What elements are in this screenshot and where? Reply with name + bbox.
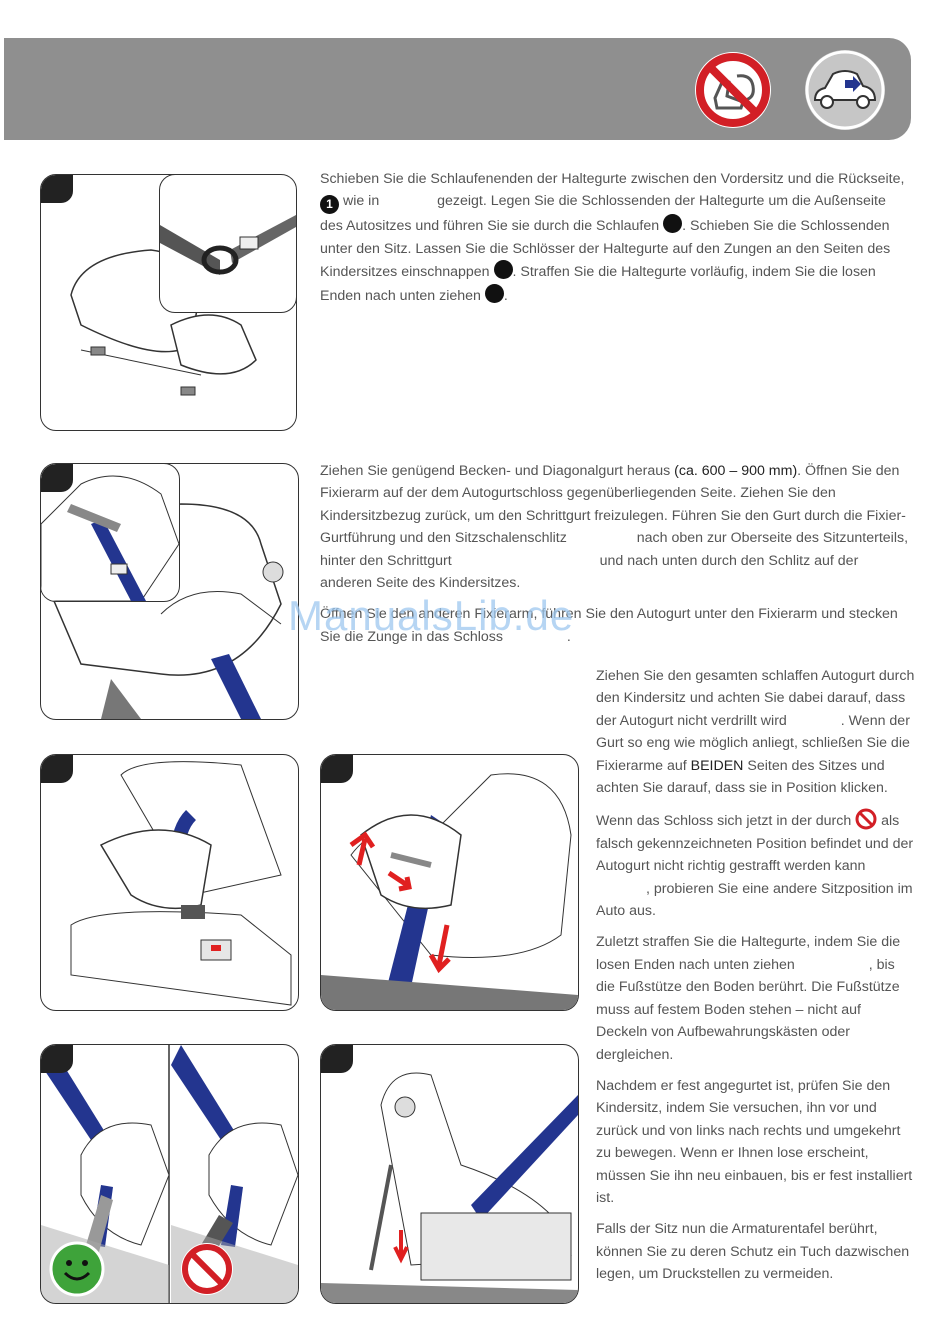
step-ref-1: 1 bbox=[320, 195, 339, 215]
step2-text: Ziehen Sie genügend Becken- und Diagonal… bbox=[320, 463, 909, 645]
step-ref-dot bbox=[663, 214, 683, 234]
step1-illustration bbox=[40, 174, 297, 431]
incorrect-prohibited-icon bbox=[179, 1241, 235, 1297]
step1-detail-inset bbox=[159, 175, 296, 313]
prohibited-icon bbox=[855, 808, 877, 830]
step4-illustration bbox=[320, 754, 579, 1011]
step-number-tab bbox=[41, 755, 73, 783]
step-number-tab bbox=[321, 1045, 353, 1073]
step6-illustration bbox=[320, 1044, 579, 1304]
step2-illustration bbox=[40, 463, 299, 720]
right-column-text: Ziehen Sie den gesamten schlaffen Autogu… bbox=[596, 668, 915, 1283]
watermark: ManualsLib.de bbox=[288, 592, 575, 639]
step-ref-dot bbox=[493, 260, 513, 280]
step1-text: Schieben Sie die Schlaufenenden der Halt… bbox=[320, 171, 905, 304]
step2-detail-inset bbox=[41, 464, 180, 602]
car-forward-icon bbox=[805, 50, 885, 130]
step3-illustration bbox=[40, 754, 299, 1011]
step-number-tab bbox=[41, 175, 73, 203]
no-airbag-seat-icon bbox=[693, 50, 773, 130]
step-number-tab bbox=[321, 755, 353, 783]
header-bar bbox=[4, 38, 911, 140]
step5-illustration bbox=[40, 1044, 299, 1304]
step-ref-dot bbox=[484, 283, 504, 303]
step-number-tab bbox=[41, 464, 73, 492]
correct-smiley-icon bbox=[49, 1241, 105, 1297]
step-number-tab bbox=[41, 1045, 73, 1073]
